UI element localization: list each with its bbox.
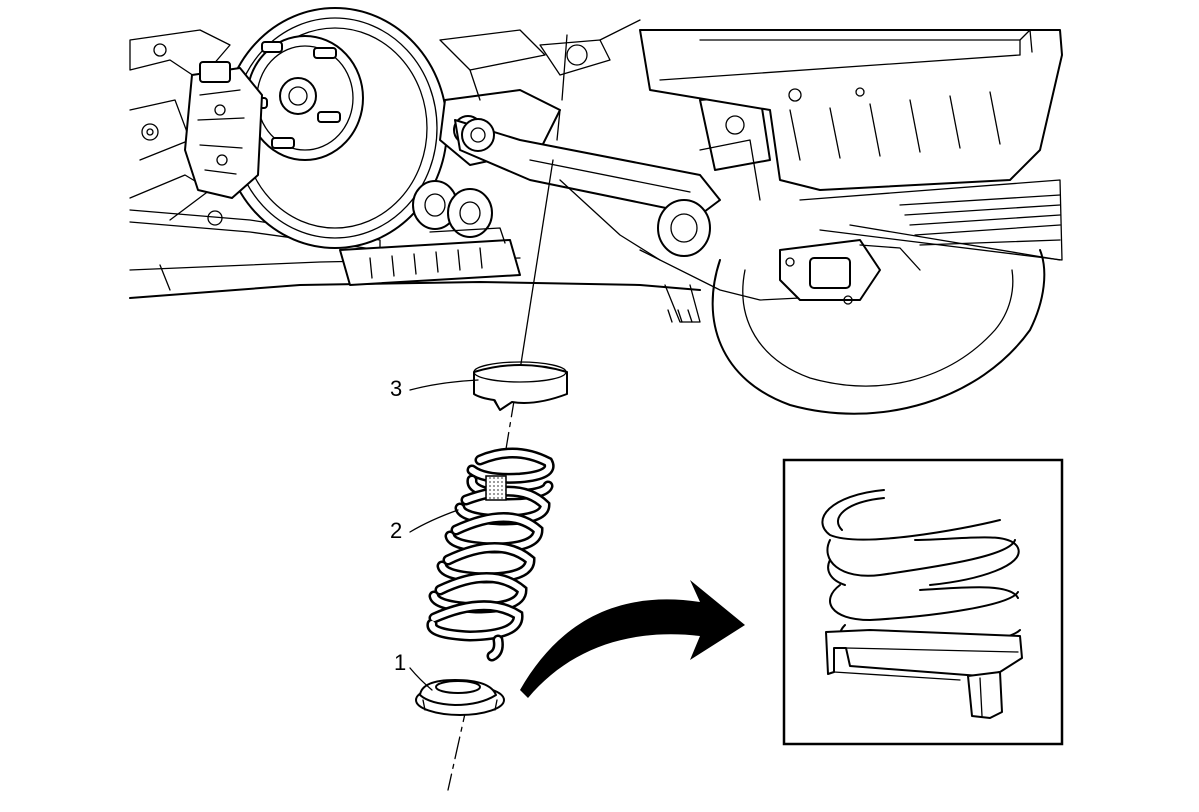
rear-heat-shield	[799, 179, 1063, 261]
callout-2: 2	[390, 509, 459, 543]
inset-lower-insulator	[825, 629, 1023, 719]
fuel-tank	[639, 29, 1063, 191]
callout-label-3: 3	[390, 376, 402, 401]
callout-3: 3	[390, 376, 479, 401]
detail-inset	[782, 458, 1064, 746]
spring-foam-pad	[485, 475, 507, 501]
vehicle-underbody	[129, 7, 1063, 415]
exhaust-muffler	[339, 227, 521, 286]
callout-label-2: 2	[390, 518, 402, 543]
brake-caliper	[184, 61, 263, 199]
upper-spring-insulator	[473, 361, 568, 411]
callout-1: 1	[394, 650, 433, 691]
lower-spring-insulator	[415, 679, 505, 716]
crossmember	[539, 19, 771, 323]
detail-arrow	[520, 580, 745, 698]
brake-rotor	[222, 7, 448, 249]
callout-label-1: 1	[394, 650, 406, 675]
lower-control-arm	[454, 118, 801, 301]
rear-tire	[711, 239, 1046, 415]
coil-spring	[426, 447, 555, 662]
